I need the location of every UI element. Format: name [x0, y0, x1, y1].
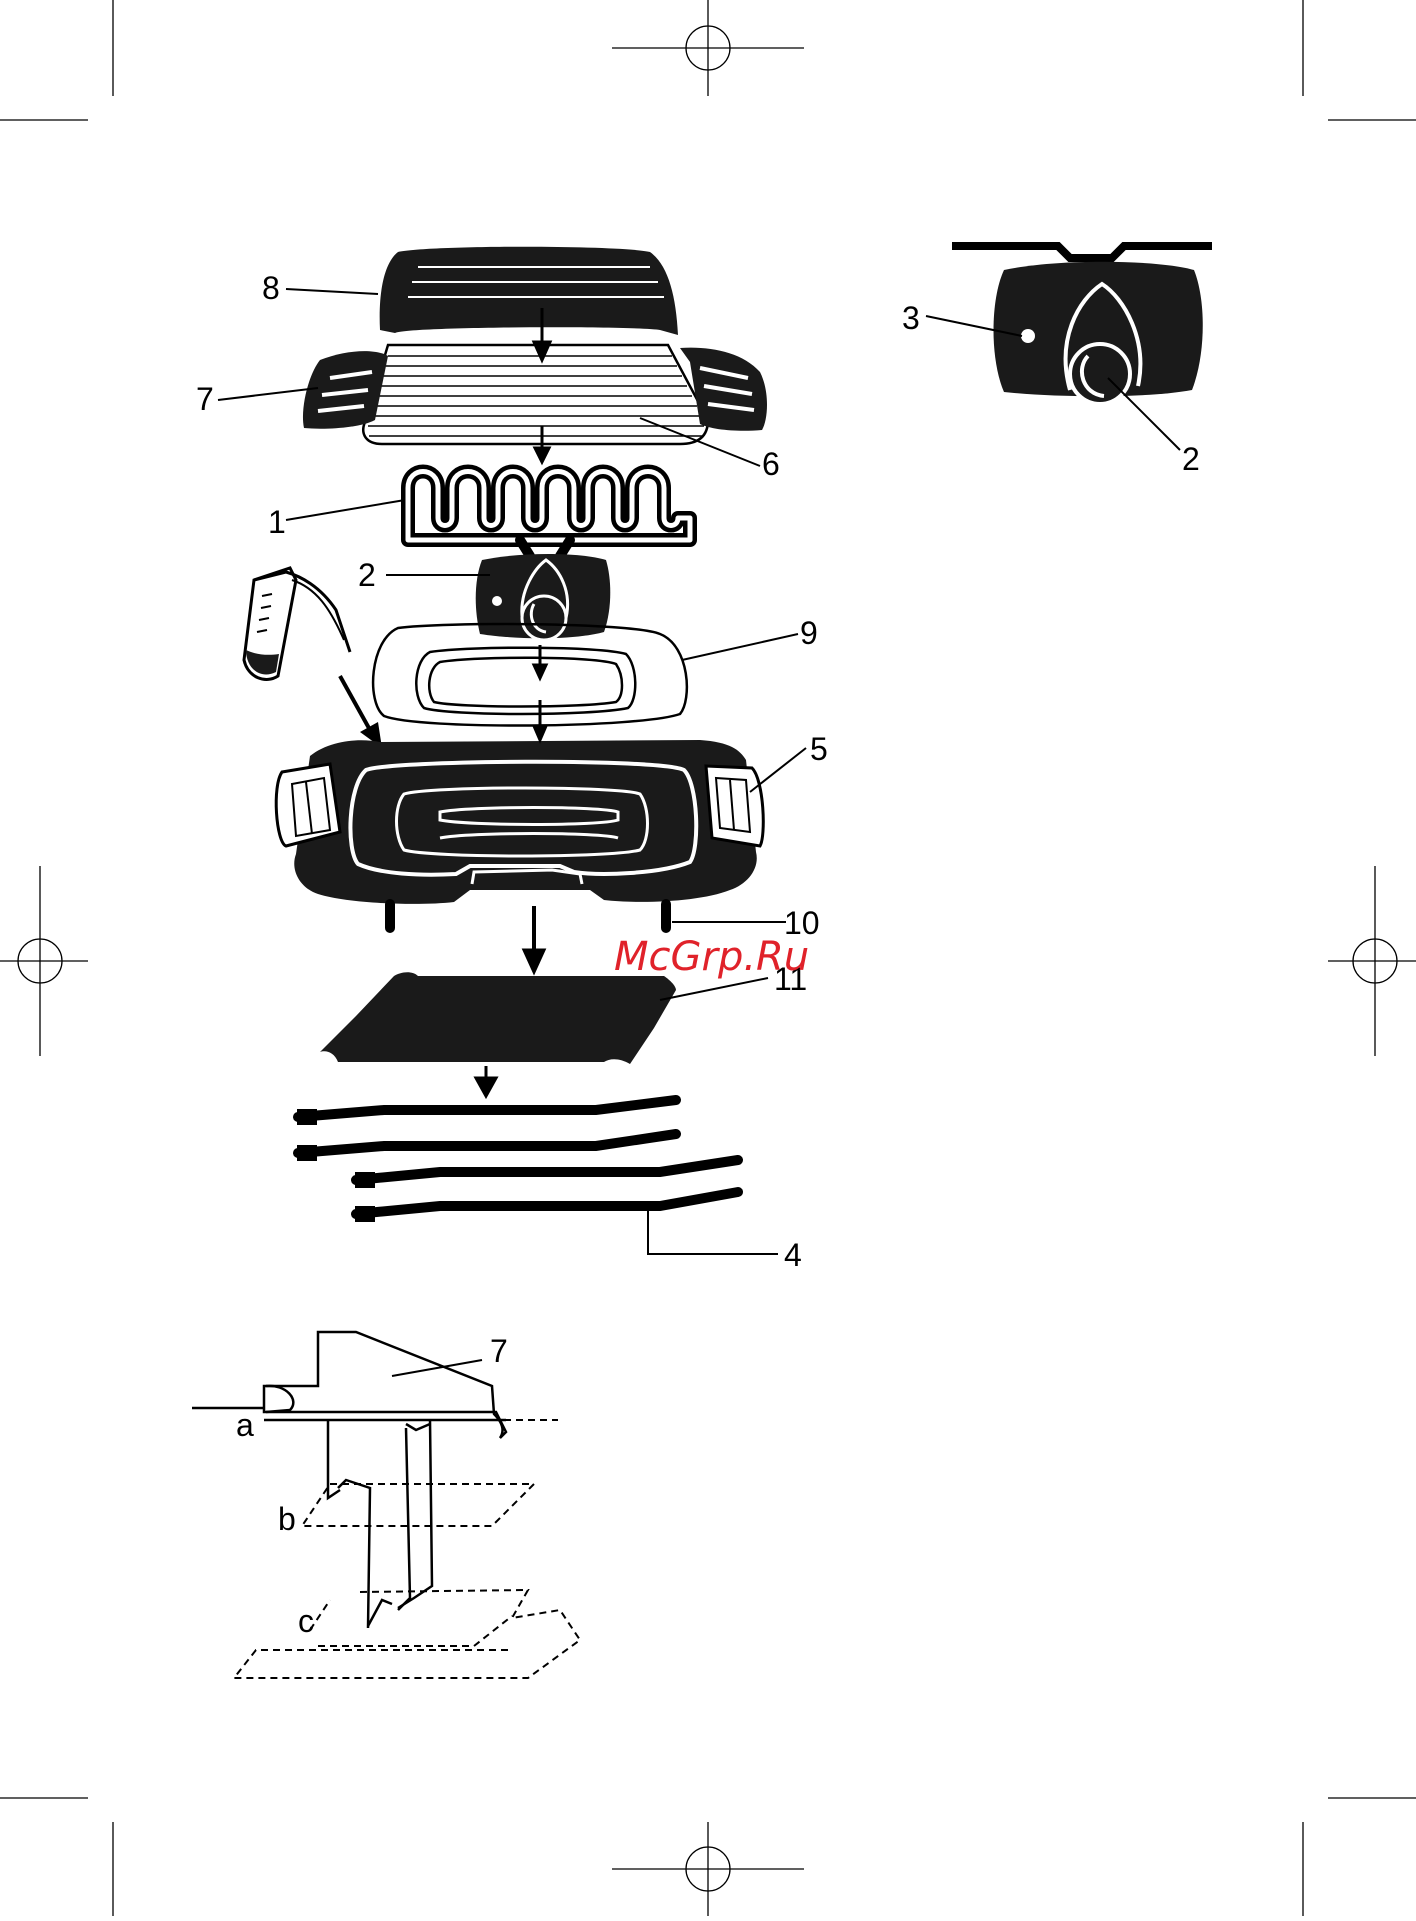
lid-part — [380, 247, 678, 335]
label-position-c: c — [298, 1603, 314, 1639]
stand-plate-part — [320, 972, 676, 1064]
heating-element-part — [408, 472, 690, 557]
callout-indicator-light: 3 — [902, 300, 920, 336]
registration-mark-left — [0, 866, 88, 1056]
registration-mark-bottom — [612, 1822, 804, 1916]
callout-thermostat: 2 — [358, 557, 376, 593]
measuring-jug-icon — [244, 568, 382, 748]
feet-part — [390, 904, 666, 928]
callout-lid: 8 — [262, 270, 280, 306]
callout-heating-element: 1 — [268, 504, 286, 540]
callout-handle-detail: 7 — [490, 1333, 508, 1369]
grill-plate-part — [363, 345, 708, 444]
callout-base: 5 — [810, 731, 828, 767]
callout-side-handle: 7 — [196, 381, 214, 417]
legs-part — [298, 1100, 738, 1221]
callout-water-tray: 9 — [800, 615, 818, 651]
handle-position-detail — [192, 1332, 580, 1678]
water-tray-part — [373, 624, 687, 725]
registration-mark-top — [612, 0, 804, 96]
label-position-a: a — [236, 1407, 254, 1443]
label-position-b: b — [278, 1501, 296, 1537]
watermark: McGrp.Ru — [614, 934, 809, 980]
thermostat-detail — [926, 246, 1212, 450]
base-part — [276, 740, 763, 904]
thermostat-part — [476, 554, 611, 640]
left-handle-part — [303, 351, 388, 429]
registration-mark-right — [1328, 866, 1416, 1056]
callout-legs: 4 — [784, 1237, 802, 1273]
callout-control-knob: 2 — [1182, 441, 1200, 477]
callout-grill-plate: 6 — [762, 446, 780, 482]
